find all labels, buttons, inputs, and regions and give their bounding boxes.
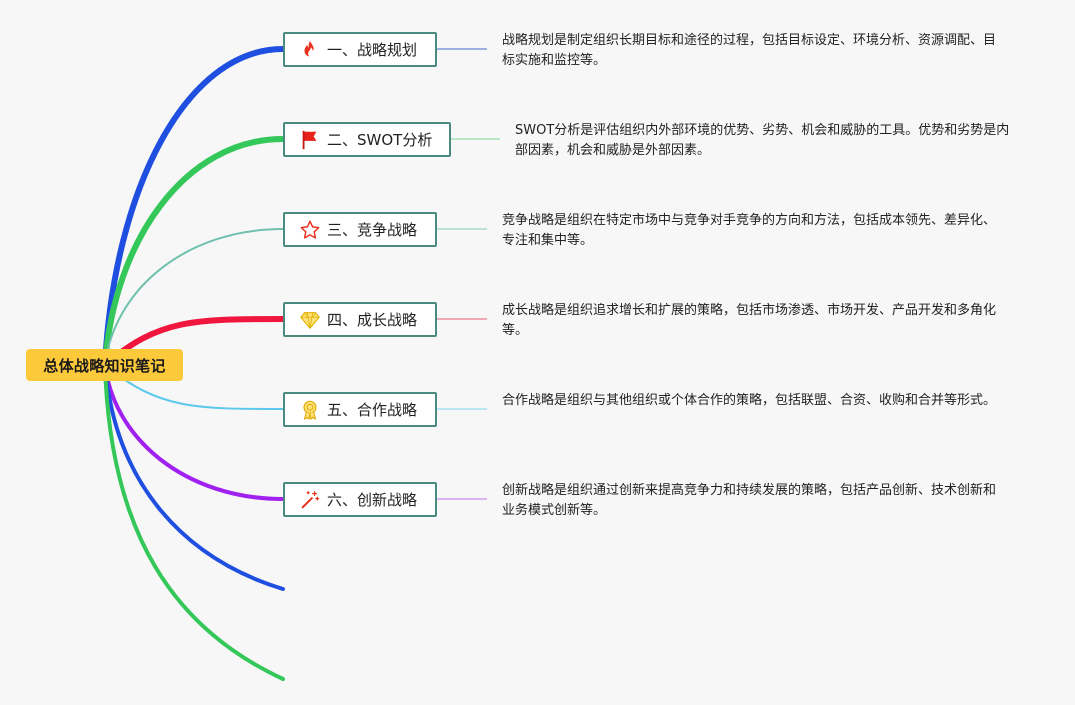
branch-swot <box>102 136 286 368</box>
topic-description: 竞争战略是组织在特定市场中与竞争对手竞争的方向和方法，包括成本领先、差异化、专注… <box>502 213 997 248</box>
root-topic[interactable]: 总体战略知识笔记 <box>26 349 183 381</box>
branch-strategy-planning <box>102 46 286 368</box>
topic-innovation[interactable]: 六、创新战略 <box>283 482 437 517</box>
fire-icon <box>299 39 321 61</box>
diamond-icon <box>299 309 321 331</box>
topic-description: 合作战略是组织与其他组织或个体合作的策略，包括联盟、合资、收购和合并等形式。 <box>502 393 997 408</box>
topic-description: 成长战略是组织追求增长和扩展的策略，包括市场渗透、市场开发、产品开发和多角化等。 <box>502 303 997 338</box>
empty-branch-1 <box>103 363 285 591</box>
magic-wand-icon <box>299 489 321 511</box>
topic-description: 创新战略是组织通过创新来提高竞争力和持续发展的策略，包括产品创新、技术创新和业务… <box>502 483 997 518</box>
topic-label: 一、战略规划 <box>327 41 418 59</box>
topic-swot[interactable]: 二、SWOT分析 <box>283 122 451 157</box>
topic-description: 战略规划是制定组织长期目标和途径的过程，包括目标设定、环境分析、资源调配、目标实… <box>502 33 997 68</box>
topic-label: 五、合作战略 <box>327 401 418 419</box>
topic-competitive[interactable]: 三、竞争战略 <box>283 212 437 247</box>
topic-description: SWOT分析是评估组织内外部环境的优势、劣势、机会和威胁的工具。优势和劣势是内部… <box>515 123 1010 158</box>
branch-innovation <box>103 363 285 501</box>
topic-strategy-planning[interactable]: 一、战略规划 <box>283 32 437 67</box>
flag-icon <box>299 129 321 151</box>
topic-cooperation[interactable]: 五、合作战略 <box>283 392 437 427</box>
empty-branch-2 <box>103 363 285 681</box>
topic-label: 四、成长战略 <box>327 311 418 329</box>
topic-label: 六、创新战略 <box>327 491 418 509</box>
topic-growth[interactable]: 四、成长战略 <box>283 302 437 337</box>
topic-label: 二、SWOT分析 <box>327 131 433 149</box>
topic-label: 三、竞争战略 <box>327 221 418 239</box>
star-icon <box>299 219 321 241</box>
branch-competitive <box>104 228 284 366</box>
award-icon <box>299 399 321 421</box>
